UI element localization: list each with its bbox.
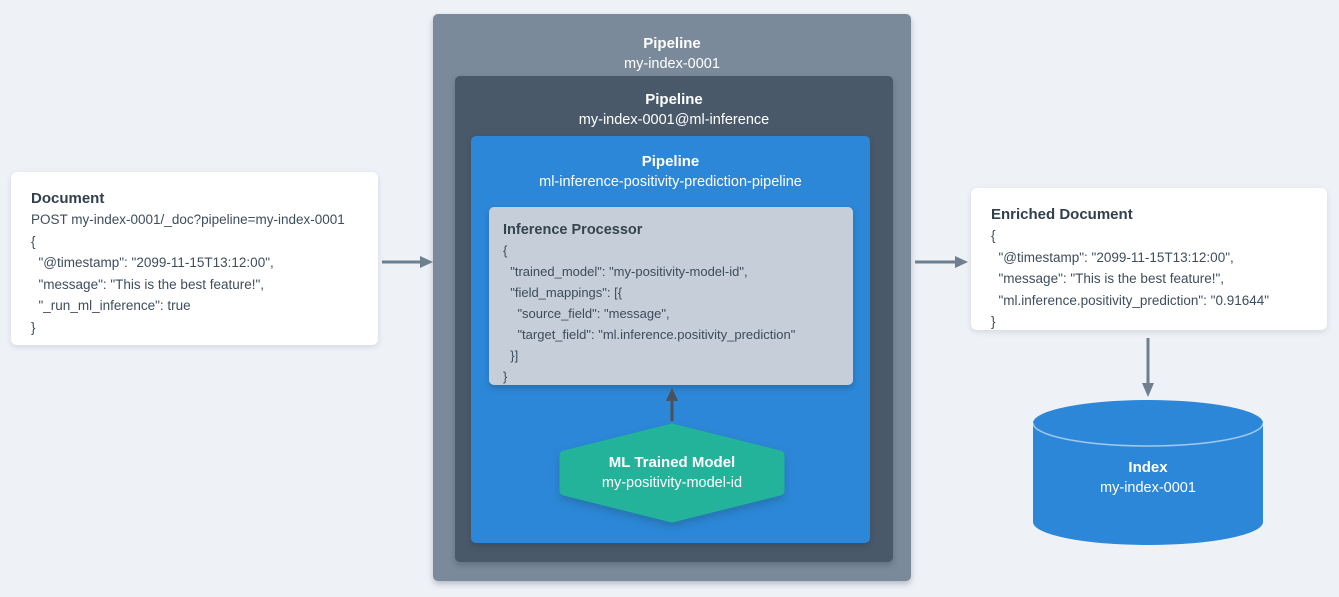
enriched-document-card: Enriched Document { "@timestamp": "2099-… [971,188,1327,330]
enriched-document-code: { "@timestamp": "2099-11-15T13:12:00", "… [991,225,1307,333]
index-title: Index [1128,459,1168,476]
outer-pipeline-header: Pipeline my-index-0001 [433,34,911,74]
trained-model-hexagon: ML Trained Model my-positivity-model-id [559,423,785,523]
ml-inference-pipeline-name: my-index-0001@ml-inference [578,112,770,128]
arrow-right-icon [382,256,433,268]
outer-pipeline-name: my-index-0001 [624,56,720,72]
document-card-code: POST my-index-0001/_doc?pipeline=my-inde… [31,209,358,338]
code-line: { [991,228,996,243]
hexagon-shape-icon [559,423,785,523]
code-line: { [31,233,36,249]
code-line: "message": "This is the best feature!", [31,276,265,292]
document-card: Document POST my-index-0001/_doc?pipelin… [11,172,378,345]
document-card-title: Document [31,190,105,207]
code-line: "ml.inference.positivity_prediction": "0… [991,292,1270,308]
code-line: "_run_ml_inference": true [31,298,191,313]
trained-model-label: ML Trained Model my-positivity-model-id [559,453,785,493]
code-line: { [503,243,508,258]
prediction-pipeline-header: Pipeline ml-inference-positivity-predict… [471,152,870,192]
ml-inference-pipeline-title: Pipeline [645,91,703,108]
index-name: my-index-0001 [1100,480,1196,496]
prediction-pipeline-title: Pipeline [641,153,700,170]
outer-pipeline-title: Pipeline [643,35,701,52]
inference-processor-code: { "trained_model": "my-positivity-model-… [503,240,841,387]
arrow-right-icon [915,256,968,268]
code-line: } [991,314,996,329]
code-line: "target_field": "ml.inference.positivity… [503,327,796,342]
code-line: } [31,319,36,335]
code-line: "field_mappings": [{ [503,285,623,300]
code-line: POST my-index-0001/_doc?pipeline=my-inde… [31,212,345,227]
arrow-up-icon [666,388,678,421]
inference-processor-title: Inference Processor [503,222,643,238]
prediction-pipeline-name: ml-inference-positivity-prediction-pipel… [539,174,802,190]
code-line: "message": "This is the best feature!", [991,271,1225,286]
code-line: } [503,369,508,384]
code-line: "@timestamp": "2099-11-15T13:12:00", [31,255,274,270]
code-line: "@timestamp": "2099-11-15T13:12:00", [991,249,1234,265]
arrow-down-icon [1142,338,1154,397]
code-line: "source_field": "message", [503,306,670,321]
code-line: }] [503,348,519,363]
trained-model-name: my-positivity-model-id [601,475,743,491]
inference-processor-box: Inference Processor { "trained_model": "… [489,207,853,385]
code-line: "trained_model": "my-positivity-model-id… [503,264,748,279]
ml-inference-pipeline-header: Pipeline my-index-0001@ml-inference [455,90,893,130]
database-icon [1032,400,1264,545]
enriched-document-title: Enriched Document [991,206,1133,223]
trained-model-title: ML Trained Model [608,454,736,471]
index-cylinder: Index my-index-0001 [1032,400,1264,551]
index-label: Index my-index-0001 [1033,458,1263,498]
